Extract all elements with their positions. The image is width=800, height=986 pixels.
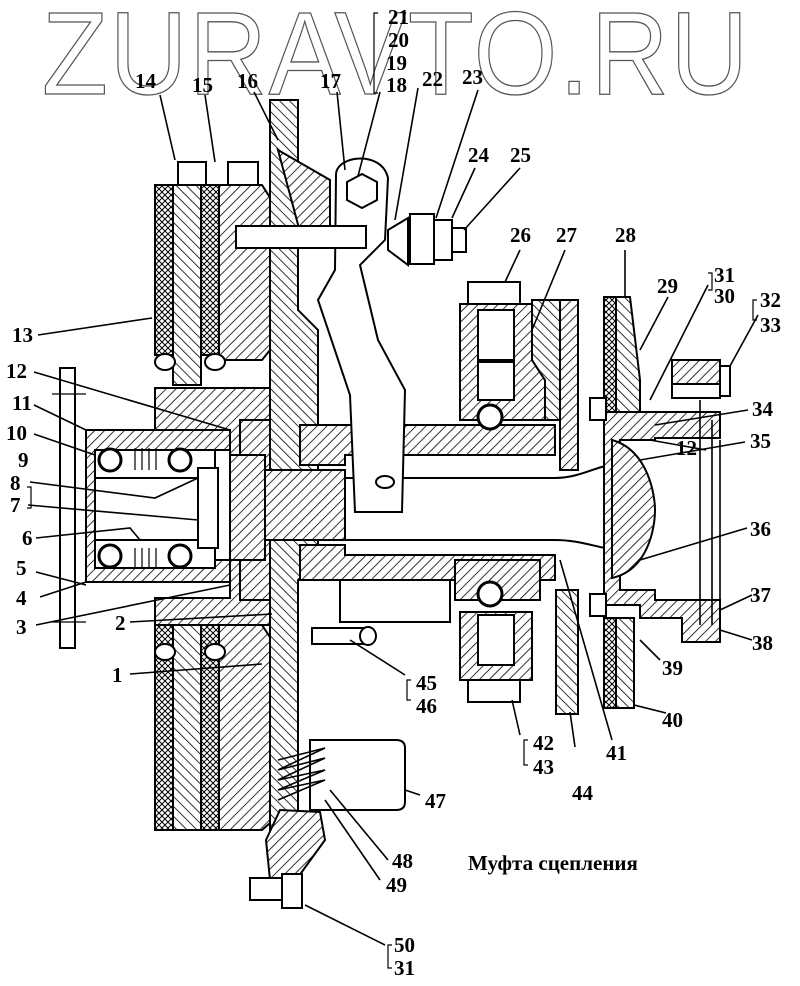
part-labels: 1 2 3 4 5 6 7 8 9 10 11 12 13 14 15 16 1… — [6, 5, 781, 980]
label-8: 8 — [10, 471, 21, 495]
label-12: 12 — [6, 359, 27, 383]
label-47: 47 — [425, 789, 446, 813]
label-46: 46 — [416, 694, 437, 718]
bearing-ball — [476, 403, 504, 431]
label-35: 35 — [750, 429, 771, 453]
friction-disc — [200, 184, 220, 356]
bearing-ball — [97, 447, 123, 473]
label-44: 44 — [572, 781, 594, 805]
label-5: 5 — [16, 556, 27, 580]
label-45: 45 — [416, 671, 437, 695]
pressure-plate — [172, 184, 202, 386]
leader-lines — [27, 12, 759, 969]
label-24: 24 — [468, 143, 490, 167]
label-4: 4 — [16, 586, 27, 610]
label-29: 29 — [657, 274, 678, 298]
label-17: 17 — [320, 69, 341, 93]
label-21: 21 — [388, 5, 409, 29]
label-49: 49 — [386, 873, 407, 897]
diagram-caption: Муфта сцепления — [468, 851, 638, 875]
main-shaft — [264, 469, 346, 541]
label-32: 32 — [760, 288, 781, 312]
label-1: 1 — [112, 663, 123, 687]
label-10: 10 — [6, 421, 27, 445]
label-41: 41 — [606, 741, 627, 765]
spring-coil — [277, 747, 326, 801]
friction-disc — [154, 184, 174, 356]
label-30: 30 — [714, 284, 735, 308]
lever-bolt-head — [346, 172, 378, 210]
label-43: 43 — [533, 755, 554, 779]
label-48: 48 — [392, 849, 413, 873]
drawing — [52, 99, 731, 909]
label-14: 14 — [135, 69, 157, 93]
label-26: 26 — [510, 223, 531, 247]
label-31-bottom: 31 — [394, 956, 415, 980]
label-40: 40 — [662, 708, 683, 732]
label-25: 25 — [510, 143, 531, 167]
bearing-ball — [97, 543, 123, 569]
bearing-ball — [167, 543, 193, 569]
label-27: 27 — [556, 223, 577, 247]
label-36: 36 — [750, 517, 771, 541]
label-7: 7 — [10, 493, 21, 517]
label-42: 42 — [533, 731, 554, 755]
label-39: 39 — [662, 656, 683, 680]
label-31-top: 31 — [714, 263, 735, 287]
label-38: 38 — [752, 631, 773, 655]
label-50: 50 — [394, 933, 415, 957]
label-19: 19 — [386, 51, 407, 75]
label-13: 13 — [12, 323, 33, 347]
label-2: 2 — [115, 611, 126, 635]
label-18: 18 — [386, 73, 407, 97]
label-16: 16 — [237, 69, 258, 93]
label-12-right: 12 — [676, 436, 697, 460]
bolt-head — [467, 281, 521, 305]
label-3: 3 — [16, 615, 27, 639]
label-34: 34 — [752, 397, 774, 421]
label-9: 9 — [18, 448, 29, 472]
label-33: 33 — [760, 313, 781, 337]
bearing-ball — [476, 580, 504, 608]
release-rod — [235, 225, 367, 249]
spring-cover — [309, 739, 406, 811]
adjusting-nut — [409, 213, 435, 265]
label-20: 20 — [388, 28, 409, 52]
label-37: 37 — [750, 583, 771, 607]
label-11: 11 — [12, 391, 32, 415]
label-6: 6 — [22, 526, 33, 550]
watermark-text: ZURAVTO.RU — [42, 0, 750, 120]
output-flange — [603, 411, 721, 643]
label-23: 23 — [462, 65, 483, 89]
label-28: 28 — [615, 223, 636, 247]
label-22: 22 — [422, 67, 443, 91]
brake-disc — [603, 296, 617, 413]
label-15: 15 — [192, 73, 213, 97]
bearing-ball — [167, 447, 193, 473]
